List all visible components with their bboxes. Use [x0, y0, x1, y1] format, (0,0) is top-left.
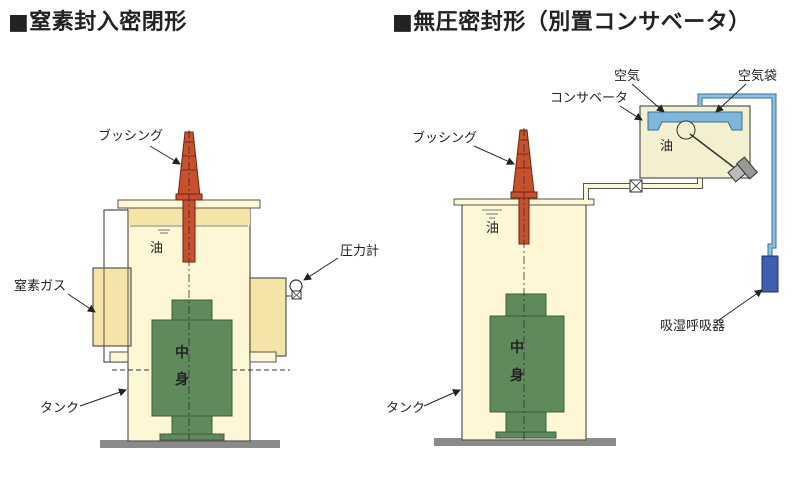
conservator-oil-label: 油 — [660, 139, 673, 154]
air-bag-label: 空気袋 — [738, 68, 777, 84]
right-bushing — [512, 129, 535, 193]
conservator-label: コンサベータ — [550, 91, 628, 106]
right-tank-label: タンク — [386, 401, 425, 416]
right-core-body — [489, 315, 565, 413]
left-core-label-top: 中 — [175, 344, 189, 361]
pressure-gauge-icon — [289, 279, 303, 293]
left-core-label-bottom: 身 — [175, 371, 189, 388]
left-right-gas-chamber — [249, 277, 287, 357]
right-base-plate — [434, 438, 616, 446]
breather-label: 吸湿呼吸器 — [660, 319, 725, 334]
pressure-gauge-label: 圧力計 — [340, 243, 379, 259]
left-core-top-block — [171, 299, 213, 321]
level-gauge-icon — [727, 156, 758, 183]
left-bushing-label: ブッシング — [98, 128, 163, 144]
left-base-plate — [100, 440, 280, 448]
left-core-body — [151, 319, 233, 417]
right-diagram: 空気 空気袋 コンサベータ ブッシング 油 油 吸湿呼吸器 タンク 中 身 — [386, 68, 779, 446]
left-diagram: ブッシング 油 圧力計 窒素ガス タンク 中 身 — [14, 128, 379, 448]
right-oil-label: 油 — [486, 221, 499, 236]
air-label: 空気 — [614, 68, 640, 84]
left-core-bottom-block — [171, 415, 213, 435]
right-bushing-label: ブッシング — [412, 130, 477, 146]
left-tank-label: タンク — [40, 401, 79, 416]
nitrogen-gas-label: 窒素ガス — [14, 278, 66, 294]
nitrogen-gas-chamber — [92, 267, 132, 347]
right-core-label-top: 中 — [510, 339, 524, 356]
breather-unit — [761, 255, 779, 293]
heading-left: ■窒素封入密閉形 — [8, 10, 187, 35]
heading-right: ■無圧密封形（別置コンサベータ） — [392, 10, 751, 35]
right-core-label-bottom: 身 — [510, 367, 524, 384]
right-core-bottom-block — [505, 411, 547, 433]
air-bag — [647, 111, 743, 131]
right-core-top-block — [505, 293, 547, 317]
left-oil-label: 油 — [150, 241, 163, 256]
